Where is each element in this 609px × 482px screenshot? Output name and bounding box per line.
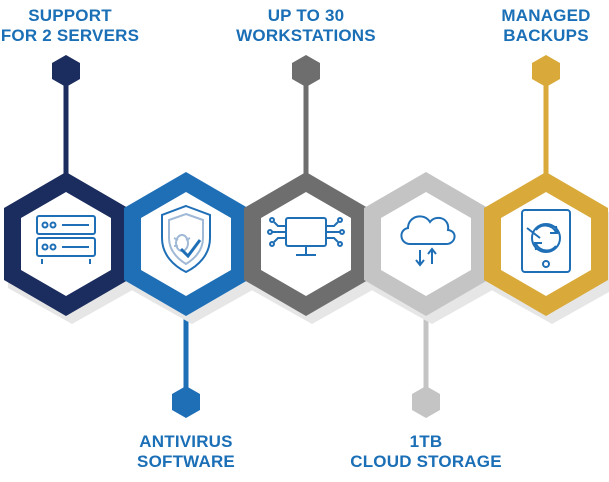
- node-servers: [52, 55, 80, 87]
- server-icon: [36, 215, 96, 264]
- label-workstations-line2: WORKSTATIONS: [236, 26, 376, 45]
- big-hexagons: [4, 172, 608, 316]
- label-storage-line1: 1TB: [409, 432, 443, 451]
- label-backups-line1: MANAGED: [501, 6, 591, 25]
- label-antivirus-line1: ANTIVIRUS: [139, 432, 233, 451]
- label-servers-line2: FOR 2 SERVERS: [0, 26, 140, 45]
- label-backups: MANAGED BACKUPS: [486, 6, 606, 46]
- computer-circuit-icon: [267, 217, 345, 256]
- hard-drive-sync-icon: [521, 209, 571, 273]
- label-antivirus-line2: SOFTWARE: [137, 452, 235, 471]
- node-backups: [532, 55, 560, 87]
- node-workstations: [292, 55, 320, 87]
- label-workstations: UP TO 30 WORKSTATIONS: [226, 6, 386, 46]
- label-servers: SUPPORT FOR 2 SERVERS: [0, 6, 140, 46]
- cloud-transfer-icon: [400, 215, 456, 267]
- label-antivirus: ANTIVIRUS SOFTWARE: [116, 432, 256, 472]
- label-storage-line2: CLOUD STORAGE: [350, 452, 502, 471]
- label-storage: 1TB CLOUD STORAGE: [346, 432, 506, 472]
- node-antivirus: [172, 386, 200, 418]
- shield-bug-icon: [161, 204, 211, 274]
- node-storage: [412, 386, 440, 418]
- small-nodes: [52, 55, 560, 418]
- label-servers-line1: SUPPORT: [28, 6, 112, 25]
- label-backups-line2: BACKUPS: [503, 26, 589, 45]
- label-workstations-line1: UP TO 30: [267, 6, 345, 25]
